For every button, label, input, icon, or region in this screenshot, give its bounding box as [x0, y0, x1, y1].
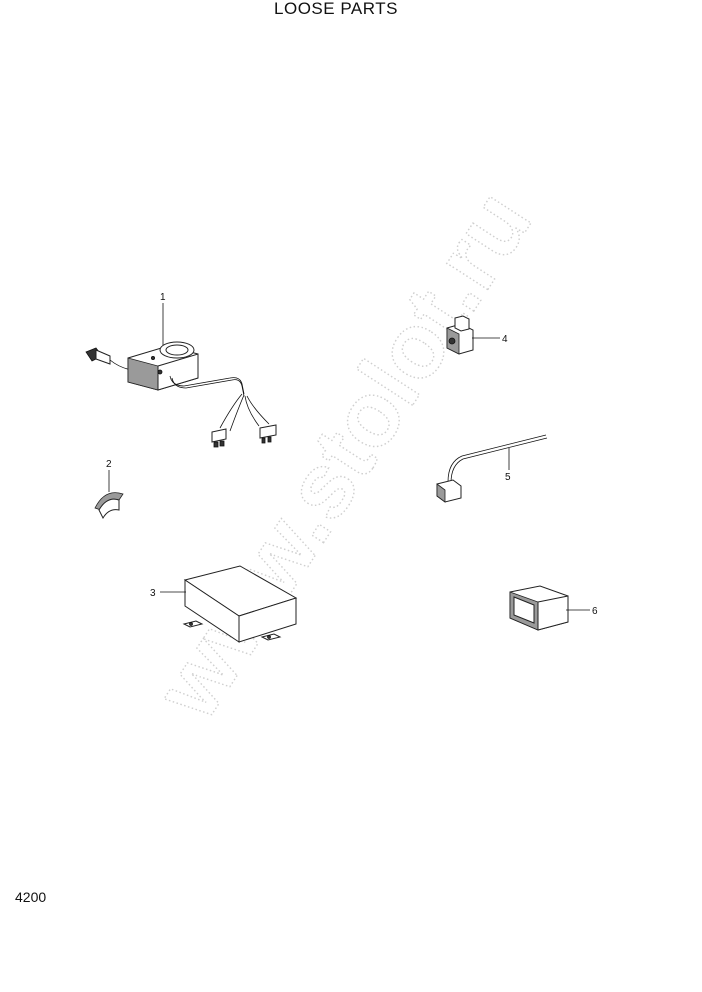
part-1-wiring-harness: 1: [85, 292, 277, 448]
part-2-bracket: 2: [94, 459, 124, 520]
callout-5: 5: [505, 472, 511, 483]
callout-1: 1: [160, 292, 166, 303]
page-number: 4200: [15, 889, 47, 905]
part-5-sensor-lead: 5: [436, 434, 548, 503]
watermark-text: www.stolot.ru: [136, 173, 551, 737]
part-6-display: 6: [509, 585, 598, 631]
part-4-sensor: 4: [446, 315, 508, 355]
watermark: www.stolot.ru: [135, 172, 552, 737]
callout-3: 3: [150, 588, 156, 599]
callout-4: 4: [502, 334, 508, 345]
callout-2: 2: [106, 459, 112, 470]
part-3-control-box: 3: [150, 565, 298, 643]
page-title: LOOSE PARTS: [274, 0, 398, 18]
callout-6: 6: [592, 606, 598, 617]
